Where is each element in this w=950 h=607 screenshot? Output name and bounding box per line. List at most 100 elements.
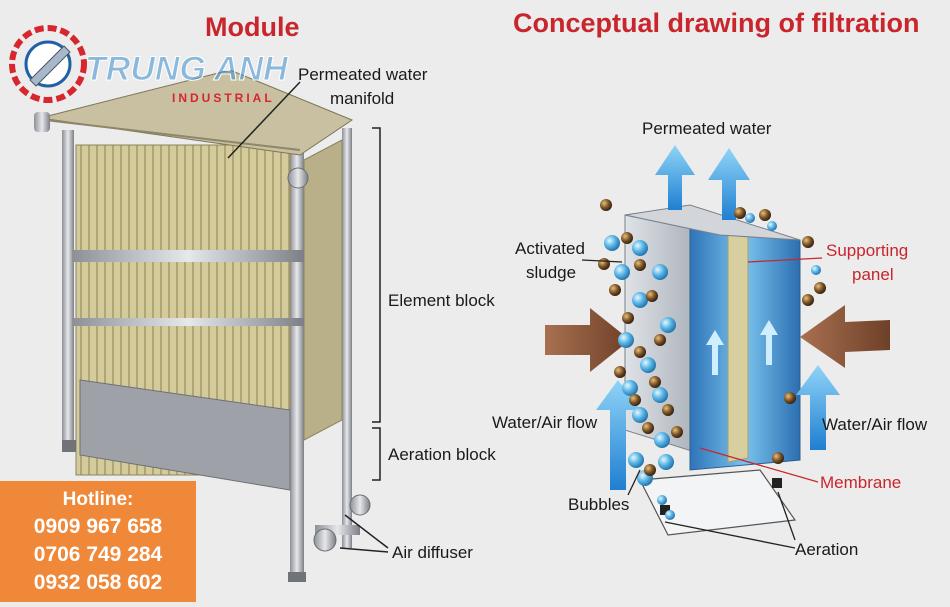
sludge-particle bbox=[671, 426, 683, 438]
air-bubble bbox=[632, 292, 648, 308]
sludge-particle bbox=[609, 284, 621, 296]
frame-foot-left bbox=[62, 440, 76, 452]
diffuser-leader-2 bbox=[339, 547, 389, 553]
sludge-particle bbox=[622, 312, 634, 324]
air-bubble bbox=[628, 452, 644, 468]
air-bubble bbox=[654, 432, 670, 448]
brand-logo: TRUNG ANH INDUSTRIAL bbox=[9, 25, 290, 105]
frame-bar-middle bbox=[72, 250, 304, 262]
air-bubble bbox=[658, 454, 674, 470]
sludge-particle bbox=[644, 464, 656, 476]
module-side-face bbox=[303, 139, 343, 441]
permeated-water-label: Permeated water bbox=[642, 119, 772, 138]
logo-gear-icon bbox=[9, 25, 87, 103]
aeration-leader-1 bbox=[664, 521, 796, 549]
hotline-number-2[interactable]: 0706 749 284 bbox=[33, 543, 163, 566]
air-bubble bbox=[618, 332, 634, 348]
aeration-leader-2 bbox=[777, 491, 796, 541]
air-bubble bbox=[614, 264, 630, 280]
water-air-left-label: Water/Air flow bbox=[492, 413, 598, 432]
aeration-label: Aeration bbox=[795, 540, 858, 559]
sludge-particle bbox=[600, 199, 612, 211]
supporting-leader bbox=[747, 257, 823, 263]
sludge-particle bbox=[784, 392, 796, 404]
air-bubble bbox=[660, 317, 676, 333]
bubbles-leader bbox=[627, 469, 641, 496]
supporting-label-line2: panel bbox=[852, 265, 894, 284]
aeration-block-label: Aeration block bbox=[388, 445, 496, 464]
air-bubble bbox=[640, 357, 656, 373]
logo-name: TRUNG ANH bbox=[85, 50, 289, 88]
membrane-label: Membrane bbox=[820, 473, 901, 492]
concept-illustration bbox=[545, 145, 890, 536]
concept-callouts bbox=[581, 257, 823, 549]
air-bubble bbox=[745, 213, 755, 223]
logo-sub: INDUSTRIAL bbox=[172, 91, 275, 105]
permeate-arrow-2 bbox=[708, 148, 750, 220]
module-illustration bbox=[34, 69, 371, 582]
frame-post-left bbox=[62, 130, 74, 450]
air-bubble bbox=[657, 495, 667, 505]
sludge-leader bbox=[581, 259, 623, 263]
air-bubble bbox=[665, 510, 675, 520]
aeration-box bbox=[79, 379, 291, 491]
hotline-title: Hotline: bbox=[62, 489, 134, 510]
sludge-particle bbox=[621, 232, 633, 244]
sludge-particle bbox=[634, 346, 646, 358]
sludge-particle bbox=[614, 366, 626, 378]
manifold-top bbox=[39, 69, 354, 156]
membrane-leader bbox=[699, 447, 819, 483]
air-bubble bbox=[652, 387, 668, 403]
frame-foot-right bbox=[288, 572, 306, 582]
bubbles-label: Bubbles bbox=[568, 495, 629, 514]
aeration-pipe bbox=[639, 469, 797, 536]
sludge-particle bbox=[646, 290, 658, 302]
sludge-particle bbox=[654, 334, 666, 346]
hotline-number-1[interactable]: 0909 967 658 bbox=[33, 515, 163, 538]
hotline-number-3[interactable]: 0932 058 602 bbox=[33, 571, 163, 594]
sludge-particle bbox=[598, 258, 610, 270]
inflow-arrow-left bbox=[545, 308, 630, 372]
module-title: Module bbox=[205, 12, 300, 42]
manifold-label-line1: Permeated water bbox=[298, 65, 428, 84]
conceptual-title: Conceptual drawing of filtration bbox=[513, 8, 920, 38]
sludge-particle bbox=[634, 259, 646, 271]
permeate-arrow-1 bbox=[655, 145, 695, 210]
sludge-particle bbox=[734, 207, 746, 219]
air-bubble bbox=[652, 264, 668, 280]
air-bubble bbox=[632, 240, 648, 256]
module-callouts bbox=[227, 81, 389, 553]
aeration-port-right bbox=[772, 478, 782, 488]
water-air-arrow-left bbox=[596, 380, 640, 490]
water-air-right-label: Water/Air flow bbox=[822, 415, 928, 434]
water-air-arrow-right bbox=[796, 365, 840, 450]
supporting-label-line1: Supporting bbox=[826, 241, 908, 260]
air-bubble bbox=[622, 380, 638, 396]
sludge-particle bbox=[802, 236, 814, 248]
air-bubble bbox=[767, 221, 777, 231]
activated-label-line1: Activated bbox=[515, 239, 585, 258]
frame-bar-lower bbox=[72, 318, 304, 326]
frame-post-right-front bbox=[290, 140, 304, 580]
aeration-port-left bbox=[660, 505, 670, 515]
manifold-flange bbox=[287, 167, 309, 189]
logo-wrench-icon bbox=[29, 45, 71, 87]
sludge-particle bbox=[814, 282, 826, 294]
sludge-particle bbox=[759, 209, 771, 221]
sludge-particle bbox=[642, 422, 654, 434]
inflow-arrow-right bbox=[800, 305, 890, 368]
frame-post-right-back bbox=[342, 128, 352, 548]
sludge-particle bbox=[662, 404, 674, 416]
manifold-leader bbox=[227, 81, 301, 159]
supporting-panel bbox=[727, 229, 749, 463]
element-block-label: Element block bbox=[388, 291, 495, 310]
air-diffuser-valve-top bbox=[349, 494, 371, 516]
sludge-particle bbox=[629, 394, 641, 406]
sludge-particle bbox=[772, 452, 784, 464]
air-diffuser-pipe bbox=[315, 525, 360, 535]
hotline-box: Hotline: 0909 967 658 0706 749 284 0932 … bbox=[0, 481, 196, 602]
sludge-particle bbox=[649, 376, 661, 388]
manifold-label-line2: manifold bbox=[330, 89, 394, 108]
